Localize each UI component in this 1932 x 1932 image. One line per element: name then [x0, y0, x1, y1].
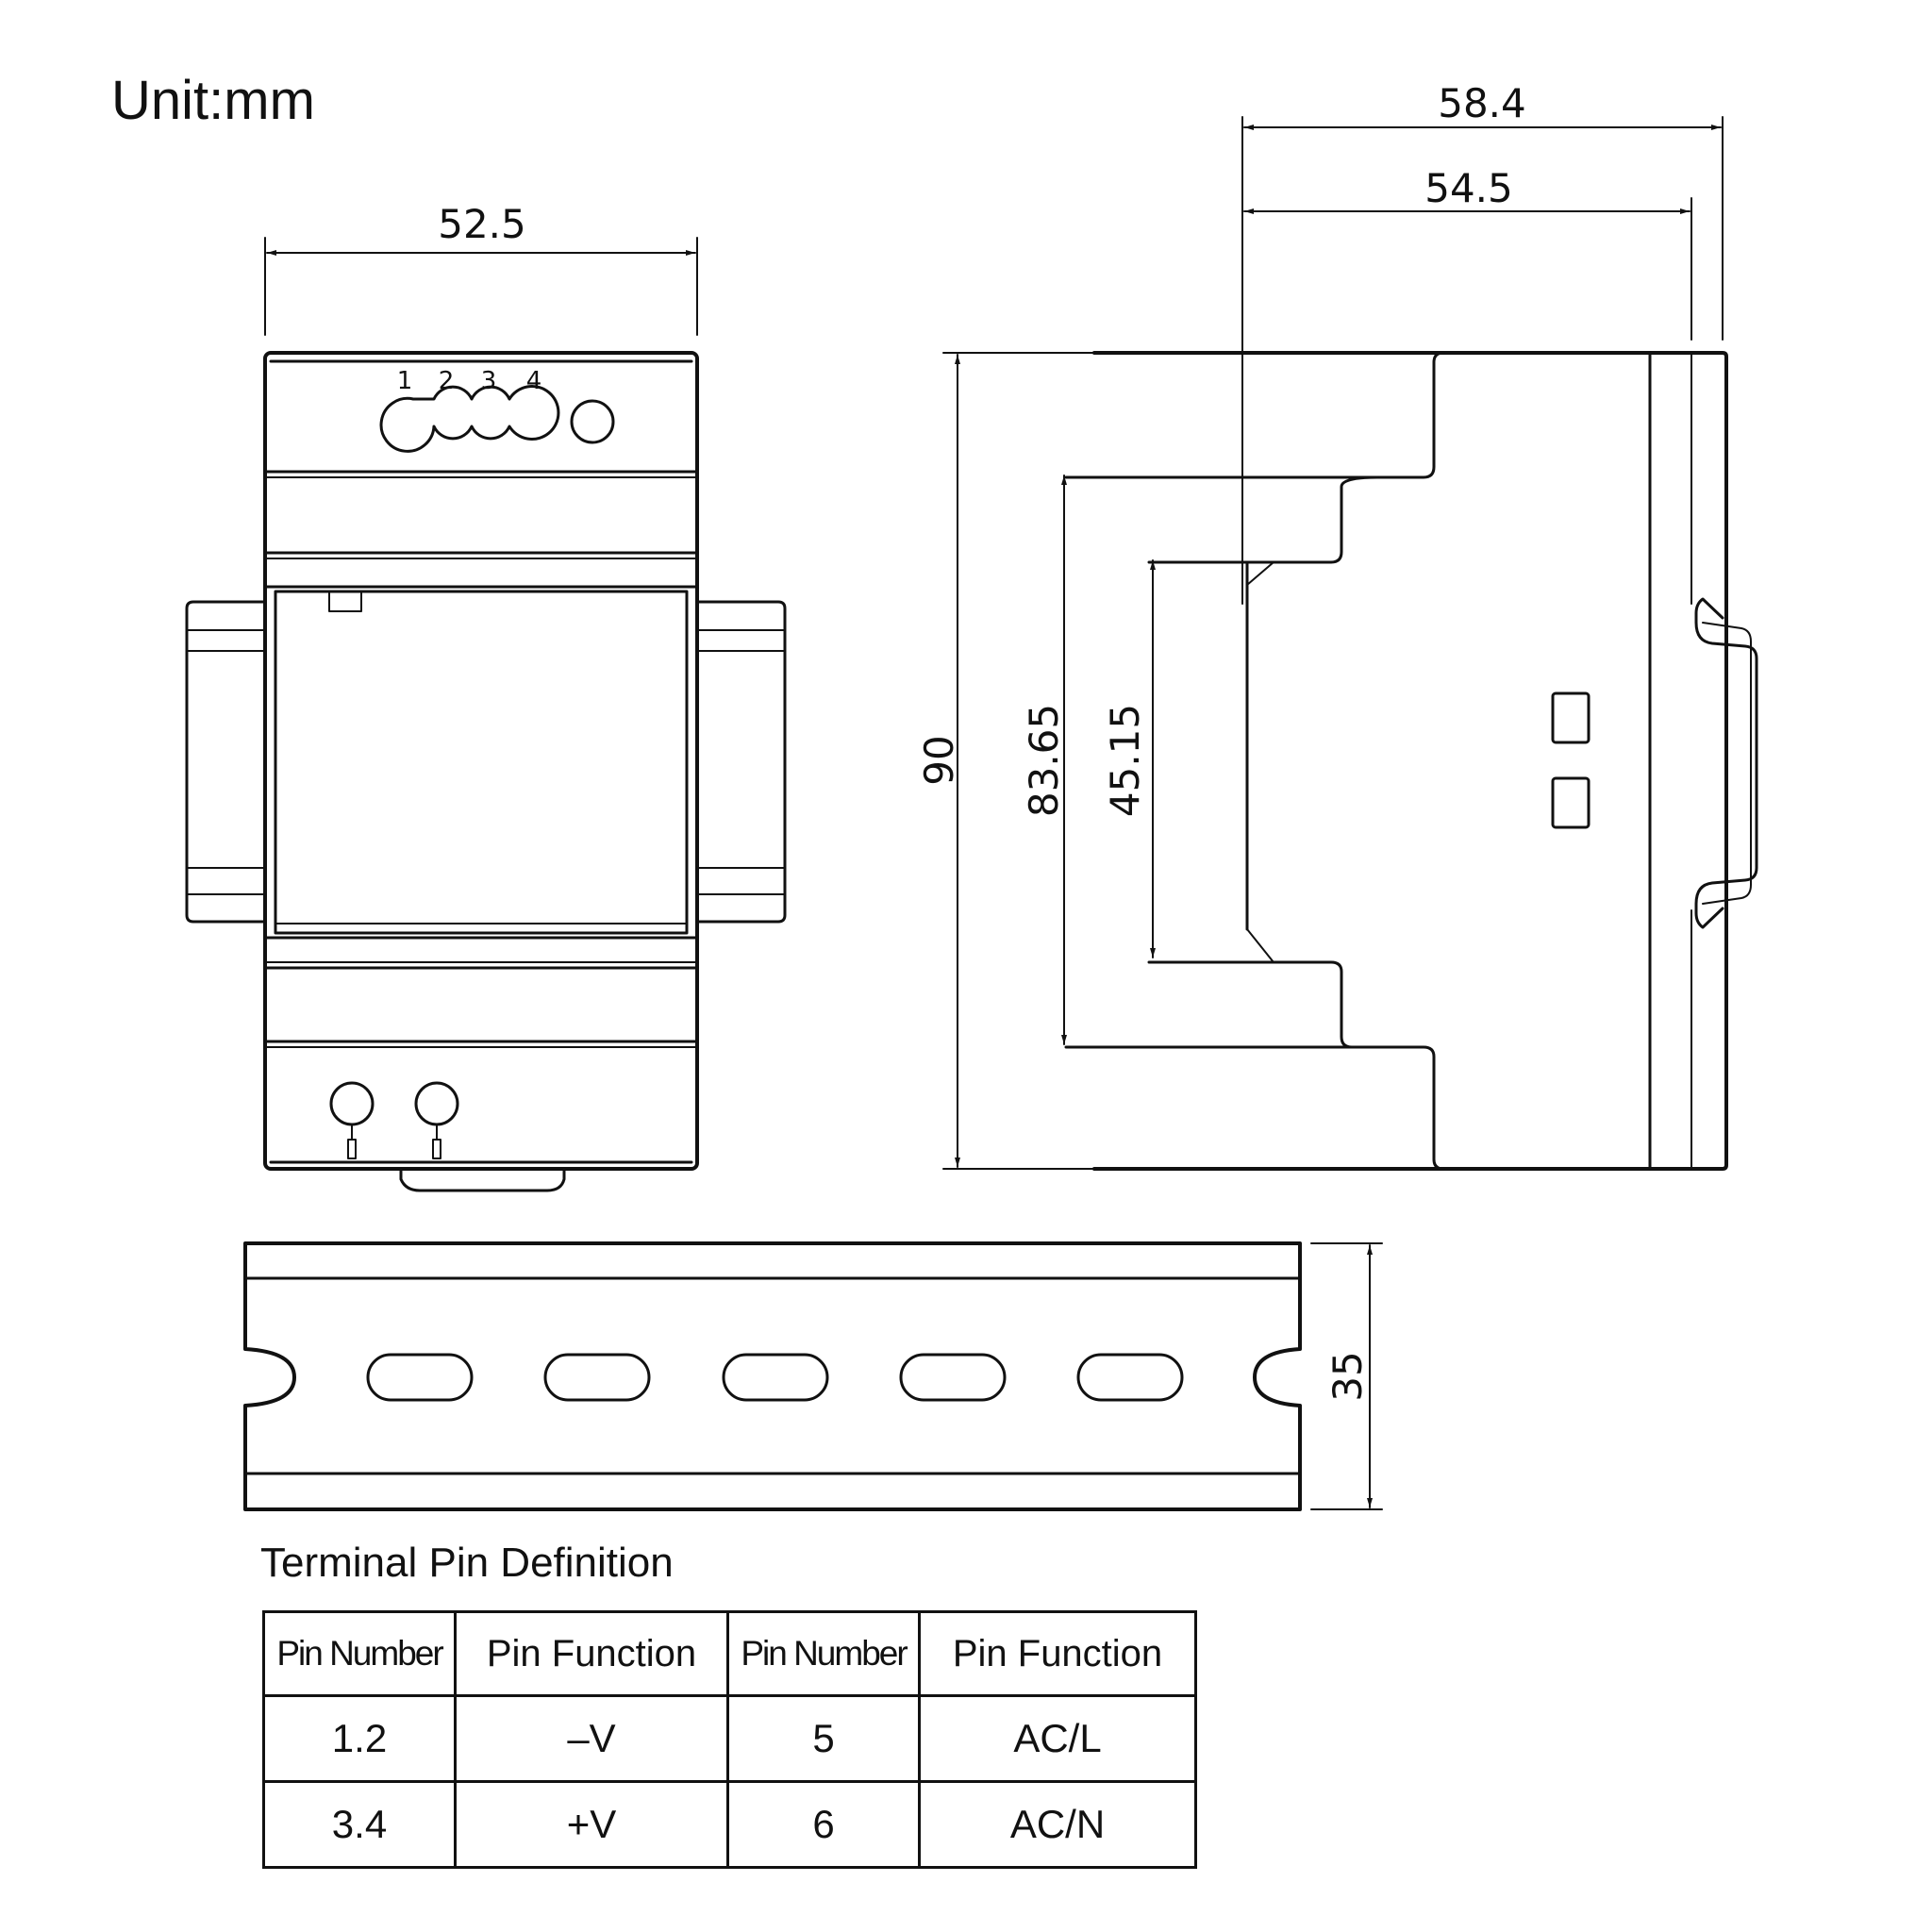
pin-label-1: 1 — [397, 367, 413, 395]
table-cell: –V — [454, 1694, 729, 1783]
side-step-upper-1 — [1064, 351, 1445, 479]
side-step-upper-2 — [1147, 475, 1379, 564]
height-total-label: 90 — [916, 735, 962, 785]
header-pin-number-2: Pin Number — [726, 1610, 921, 1697]
pin-definition-table: Pin Number Pin Function Pin Number Pin F… — [262, 1610, 1197, 1869]
front-width-label: 52.5 — [438, 201, 526, 247]
pin-label-2: 2 — [439, 367, 455, 395]
header-pin-number-1: Pin Number — [262, 1610, 457, 1697]
table-row: 1.2 –V 5 AC/L — [262, 1694, 1197, 1783]
din-latch — [399, 1167, 566, 1192]
table-cell: 5 — [726, 1694, 921, 1783]
header-pin-function-1: Pin Function — [454, 1610, 729, 1697]
indicator-tab — [328, 591, 362, 612]
table-cell: +V — [454, 1780, 729, 1869]
table-cell: 3.4 — [262, 1780, 457, 1869]
side-step-lower — [1147, 960, 1445, 1171]
din-clip-hook — [1694, 597, 1758, 929]
pin-label-4: 4 — [526, 367, 542, 395]
side-body-outline — [1092, 351, 1728, 1171]
front-body-outline — [263, 351, 699, 1171]
side-depth-body-label: 54.5 — [1424, 165, 1513, 211]
input-terminal-6 — [414, 1081, 459, 1126]
din-rail: 35 — [243, 1241, 1383, 1511]
front-window — [274, 590, 689, 935]
table-cell: AC/N — [918, 1780, 1197, 1869]
table-cell: 6 — [726, 1780, 921, 1869]
rail-slot-2 — [543, 1353, 651, 1402]
adjust-potentiometer — [570, 399, 615, 444]
height-front-label: 45.15 — [1102, 704, 1148, 817]
left-clip — [185, 600, 267, 924]
input-terminal-5 — [329, 1081, 375, 1126]
led-window-1 — [1551, 691, 1591, 744]
rail-outline — [243, 1241, 1302, 1511]
side-depth-total-label: 58.4 — [1438, 80, 1526, 126]
rail-slot-1 — [366, 1353, 474, 1402]
table-cell: AC/L — [918, 1694, 1197, 1783]
rail-slot-3 — [722, 1353, 829, 1402]
led-window-2 — [1551, 776, 1591, 829]
right-clip — [695, 600, 787, 924]
rail-height-label: 35 — [1324, 1351, 1371, 1401]
rail-slot-4 — [899, 1353, 1007, 1402]
table-cell: 1.2 — [262, 1694, 457, 1783]
header-pin-function-2: Pin Function — [918, 1610, 1197, 1697]
output-terminal-block — [379, 385, 560, 453]
pin-label-3: 3 — [481, 367, 497, 395]
rail-slot-5 — [1076, 1353, 1184, 1402]
pin-table-title: Terminal Pin Definition — [260, 1540, 674, 1586]
table-row: 3.4 +V 6 AC/N — [262, 1780, 1197, 1869]
table-header-row: Pin Number Pin Function Pin Number Pin F… — [262, 1610, 1197, 1697]
unit-label: Unit:mm — [111, 70, 315, 131]
side-view: 58.4 54.5 90 83.65 45.15 — [916, 80, 1758, 1171]
front-view: 52.5 1 2 3 — [185, 201, 787, 1192]
height-step-label: 83.65 — [1021, 704, 1067, 817]
